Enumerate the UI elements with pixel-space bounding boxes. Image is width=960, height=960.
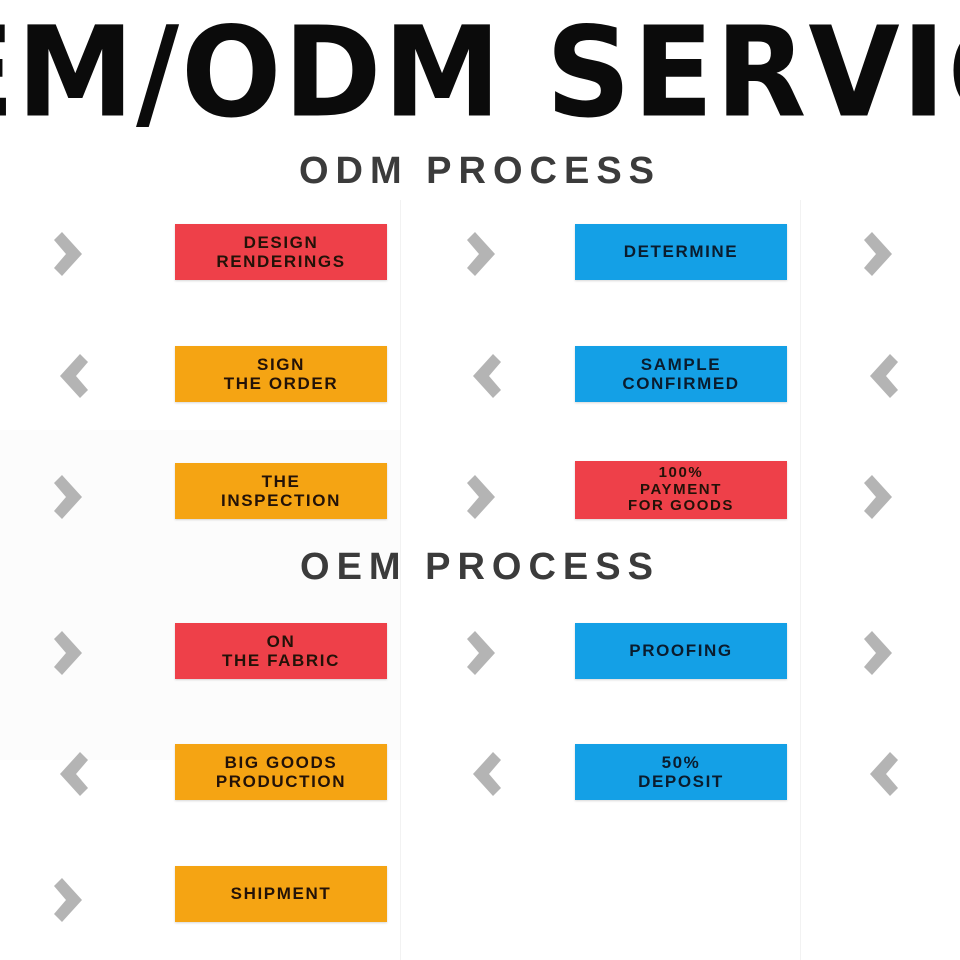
process-step-line: RENDERINGS	[216, 252, 346, 271]
process-step-line: PRODUCTION	[215, 772, 347, 791]
process-step-line: THE	[261, 471, 301, 491]
chevron-right-icon	[463, 627, 505, 679]
process-step-line: THE ORDER	[223, 374, 339, 393]
process-step-line: SIGN	[257, 354, 305, 374]
process-row: SHIPMENT	[0, 860, 960, 960]
section-heading-oem: OEM PROCESS	[300, 546, 660, 588]
process-step-line: 100%	[658, 463, 704, 481]
process-step-line: BIG GOODS	[224, 752, 338, 772]
process-step-box[interactable]: SHIPMENT	[175, 866, 387, 922]
chevron-right-icon	[50, 228, 92, 280]
process-step-line: SHIPMENT	[230, 884, 332, 904]
process-step-line: INSPECTION	[221, 491, 341, 510]
chevron-right-icon	[860, 471, 902, 523]
page-title: EM/ODM SERVIC	[0, 0, 960, 145]
process-step-line: THE FABRIC	[222, 651, 340, 670]
process-step-line: PAYMENT	[639, 480, 723, 498]
chevron-left-icon	[463, 748, 505, 800]
process-step-line: 50%	[661, 752, 701, 772]
chevron-left-icon	[860, 350, 902, 402]
chevron-left-icon	[50, 350, 92, 402]
chevron-right-icon	[463, 228, 505, 280]
process-step-line: CONFIRMED	[622, 374, 740, 393]
chevron-right-icon	[50, 627, 92, 679]
chevron-right-icon	[860, 627, 902, 679]
chevron-right-icon	[463, 471, 505, 523]
chevron-right-icon	[860, 228, 902, 280]
section-heading-odm: ODM PROCESS	[298, 150, 662, 192]
process-step-line: DESIGN	[243, 232, 319, 252]
process-step-label: SHIPMENT	[225, 884, 338, 903]
chevron-left-icon	[463, 350, 505, 402]
process-step-box[interactable]: DETERMINE	[575, 224, 787, 280]
process-step-label: PROOFING	[623, 641, 738, 660]
process-step-line: DEPOSIT	[638, 772, 724, 791]
chevron-right-icon	[50, 874, 92, 926]
chevron-right-icon	[50, 471, 92, 523]
process-step-box[interactable]: 50%DEPOSIT	[575, 744, 787, 800]
process-step-line: ON	[266, 631, 296, 651]
process-step-line: FOR GOODS	[627, 497, 735, 515]
process-step-line: PROOFING	[629, 641, 733, 661]
chevron-left-icon	[860, 748, 902, 800]
process-step-label: DETERMINE	[618, 242, 745, 261]
chevron-left-icon	[50, 748, 92, 800]
process-step-line: SAMPLE	[640, 354, 722, 374]
process-step-line: DETERMINE	[623, 242, 739, 262]
process-step-label: 50%DEPOSIT	[632, 753, 730, 791]
process-step-box[interactable]: PROOFING	[575, 623, 787, 679]
